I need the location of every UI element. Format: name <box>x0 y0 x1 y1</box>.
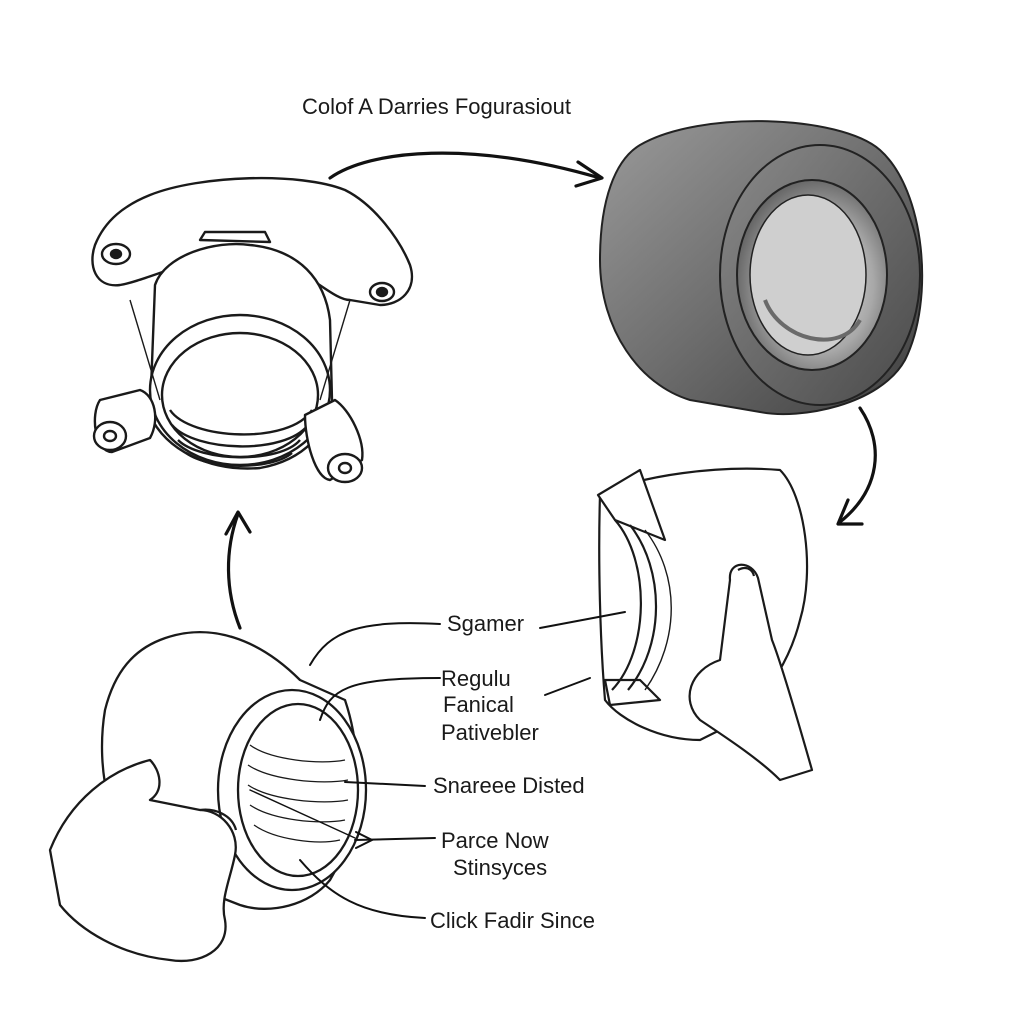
grey-ring-part <box>598 120 924 415</box>
label-click-fadir-since: Click Fadir Since <box>430 908 596 933</box>
arrow-left <box>226 512 242 630</box>
flanged-adapter-part <box>91 176 413 484</box>
label-regulu: Regulu <box>441 666 511 691</box>
curved-sleeve-part <box>596 467 814 782</box>
label-stinsyces: Stinsyces <box>453 855 548 880</box>
label-fanical: Fanical <box>443 692 514 717</box>
label-snareee-disted: Snareee Disted <box>433 773 585 798</box>
diagram-title: Colof A Darries Fogurasiout <box>302 94 572 119</box>
threaded-fitting-part <box>48 631 368 963</box>
arrow-top <box>328 151 602 180</box>
label-parce-now: Parce Now <box>441 828 549 853</box>
flow-arrows <box>224 151 877 630</box>
label-pativebler: Pativebler <box>441 720 539 745</box>
leader-lines <box>249 611 626 919</box>
arrow-right <box>838 406 877 524</box>
label-sgamer: Sgamer <box>447 611 525 636</box>
